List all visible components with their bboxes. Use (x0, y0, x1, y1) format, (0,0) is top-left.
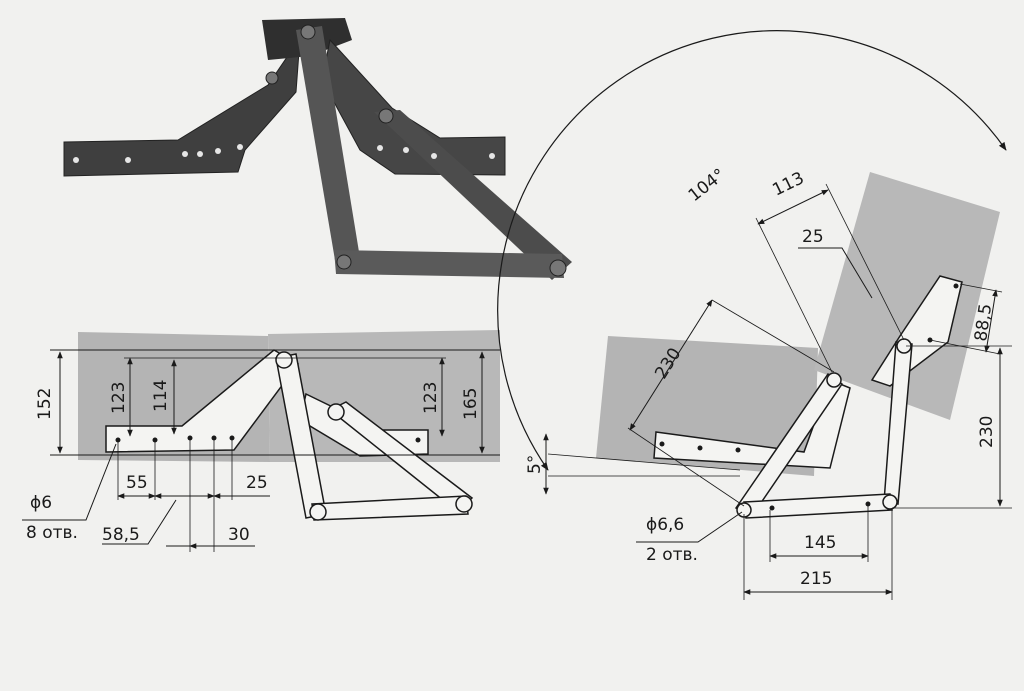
photo-right-plate (321, 38, 506, 176)
pivots (275, 351, 473, 521)
photo-arm-vertical (296, 26, 360, 266)
right-drawing: 104° 113 25 230 (497, 30, 1012, 600)
dim-123-right: 123 (421, 382, 441, 414)
arm-bottom (311, 495, 469, 521)
hole-diameter-left: ϕ6 (30, 493, 52, 513)
dim-30: 30 (228, 525, 250, 545)
photo-rivet (549, 259, 567, 277)
dim-113: 113 (769, 168, 807, 200)
dim-25-left: 25 (246, 473, 268, 493)
photo-arm-bottom (334, 250, 564, 278)
dim-145: 145 (804, 533, 836, 553)
angle-arc-104 (497, 30, 1007, 471)
angle-5: 5° (525, 455, 545, 474)
left-drawing: 152 123 114 123 165 55 25 58,5 30 ϕ6 8 о… (22, 330, 500, 552)
dim-215: 215 (800, 569, 832, 589)
hole-diameter-right: ϕ6,6 (646, 515, 684, 535)
hole-count-right: 2 отв. (646, 545, 698, 565)
photo-left-plate (63, 36, 301, 177)
dim-230-vertical: 230 (977, 416, 997, 448)
dim-58-5: 58,5 (102, 525, 140, 545)
left-holes (115, 435, 421, 443)
dim-165: 165 (461, 388, 481, 420)
dim-55: 55 (126, 473, 148, 493)
arm-lower (743, 493, 893, 519)
photo-rivet (336, 254, 352, 270)
photo-rivet (300, 24, 316, 40)
right-holes (659, 283, 959, 511)
hole-count-left: 8 отв. (26, 523, 78, 543)
angle-104: 104° (685, 165, 730, 206)
photo-rivet (378, 108, 394, 124)
dim-152: 152 (35, 388, 55, 420)
base-plate (653, 379, 851, 469)
dim-114: 114 (151, 380, 171, 412)
photo-arm-diagonal (374, 110, 572, 280)
dim-88-5: 88,5 (971, 302, 996, 342)
hinge-photo (63, 18, 572, 280)
dim-123-left: 123 (109, 382, 129, 414)
photo-rivet (265, 71, 279, 85)
photo-holes (73, 144, 495, 163)
dim-25-right: 25 (802, 227, 824, 247)
